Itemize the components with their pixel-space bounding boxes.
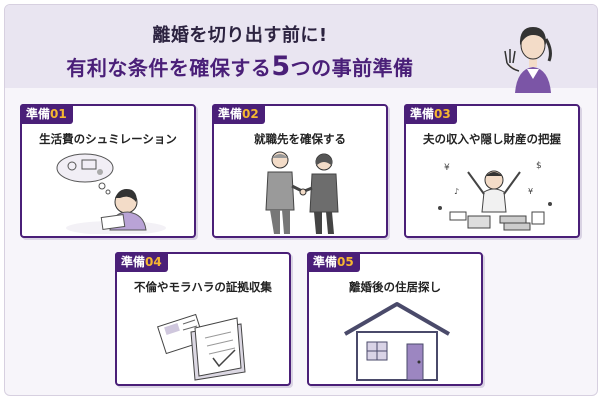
card-preparation-05: 準備05 離婚後の住居探し	[307, 252, 483, 386]
card-preparation-01: 準備01 生活費のシュミレーション	[20, 104, 196, 238]
card-badge: 準備02	[212, 104, 265, 124]
card-label: 就職先を確保する	[254, 132, 346, 146]
evidence-documents-icon	[157, 313, 246, 381]
card-badge: 準備01	[20, 104, 73, 124]
budget-calculation-icon	[56, 153, 166, 234]
badge-word: 準備	[218, 107, 243, 121]
money-search-icon: ¥ $ ♪ ¥	[438, 161, 552, 231]
svg-text:¥: ¥	[528, 187, 533, 196]
title-line-2: 有利な条件を確保する5つの事前準備	[5, 51, 475, 82]
card-label: 離婚後の住居探し	[349, 280, 441, 294]
title-number: 5	[271, 51, 291, 82]
badge-word: 準備	[26, 107, 51, 121]
card-label: 不倫やモラハラの証拠収集	[134, 280, 272, 294]
card-label: 夫の収入や隠し財産の把握	[423, 132, 561, 146]
card-label: 生活費のシュミレーション	[39, 132, 177, 146]
title-line-1: 離婚を切り出す前に!	[152, 25, 328, 46]
svg-text:♪: ♪	[454, 187, 459, 196]
badge-word: 準備	[121, 255, 146, 269]
badge-word: 準備	[410, 107, 435, 121]
card-preparation-03: 準備03 夫の収入や隠し財産の把握 ¥ $ ♪ ¥	[404, 104, 580, 238]
badge-number: 04	[145, 255, 162, 269]
badge-word: 準備	[313, 255, 338, 269]
card-badge: 準備03	[404, 104, 457, 124]
badge-number: 01	[50, 107, 67, 121]
woman-gesturing-icon	[504, 27, 552, 93]
card-preparation-04: 準備04 不倫やモラハラの証拠収集	[115, 252, 291, 386]
house-icon	[344, 302, 450, 381]
badge-number: 05	[337, 255, 354, 269]
badge-number: 03	[434, 107, 451, 121]
card-badge: 準備04	[115, 252, 168, 272]
handshake-icon	[265, 151, 339, 234]
card-badge: 準備05	[307, 252, 360, 272]
title-line-2-pre: 有利な条件を確保する	[66, 56, 272, 80]
svg-text:$: $	[536, 161, 542, 171]
badge-number: 02	[242, 107, 259, 121]
header-banner: 離婚を切り出す前に! 有利な条件を確保する5つの事前準備	[5, 5, 597, 93]
card-preparation-02: 準備02 就職先を確保する	[212, 104, 388, 238]
svg-text:¥: ¥	[444, 163, 450, 173]
title-line-2-post: つの事前準備	[290, 56, 414, 80]
